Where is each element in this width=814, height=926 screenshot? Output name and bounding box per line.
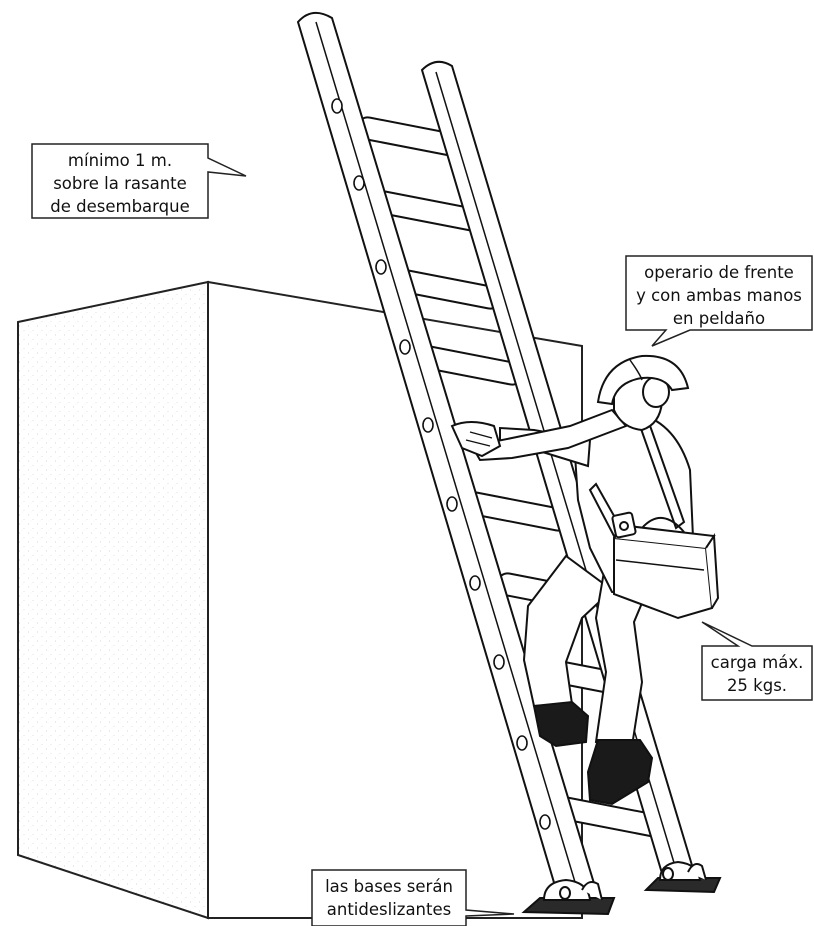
rail-hole bbox=[354, 176, 364, 190]
wall-front-face bbox=[18, 282, 208, 918]
callout-max-load: carga máx. 25 kgs. bbox=[702, 622, 812, 700]
callout-line: sobre la rasante bbox=[53, 174, 187, 193]
rail-hole bbox=[494, 655, 504, 669]
callout-line: en peldaño bbox=[673, 309, 765, 328]
callout-line: y con ambas manos bbox=[636, 286, 802, 305]
rail-hole bbox=[423, 418, 433, 432]
ladder-right-foot bbox=[646, 862, 720, 892]
callout-line: las bases serán bbox=[325, 877, 453, 896]
callout-worker-facing: operario de frente y con ambas manos en … bbox=[626, 256, 812, 346]
callout-minimum-height: mínimo 1 m. sobre la rasante de desembar… bbox=[32, 144, 246, 218]
rail-hole bbox=[470, 576, 480, 590]
callout-line: 25 kgs. bbox=[727, 676, 787, 695]
rail-hole bbox=[400, 340, 410, 354]
callout-line: operario de frente bbox=[644, 263, 794, 282]
rail-hole bbox=[447, 497, 457, 511]
rail-hole bbox=[376, 260, 386, 274]
rail-hole bbox=[540, 815, 550, 829]
callout-line: antideslizantes bbox=[327, 900, 451, 919]
rail-hole bbox=[332, 99, 342, 113]
callout-line: mínimo 1 m. bbox=[68, 151, 172, 170]
callout-line: de desembarque bbox=[50, 197, 189, 216]
callout-line: carga máx. bbox=[711, 653, 804, 672]
rail-hole bbox=[517, 736, 527, 750]
